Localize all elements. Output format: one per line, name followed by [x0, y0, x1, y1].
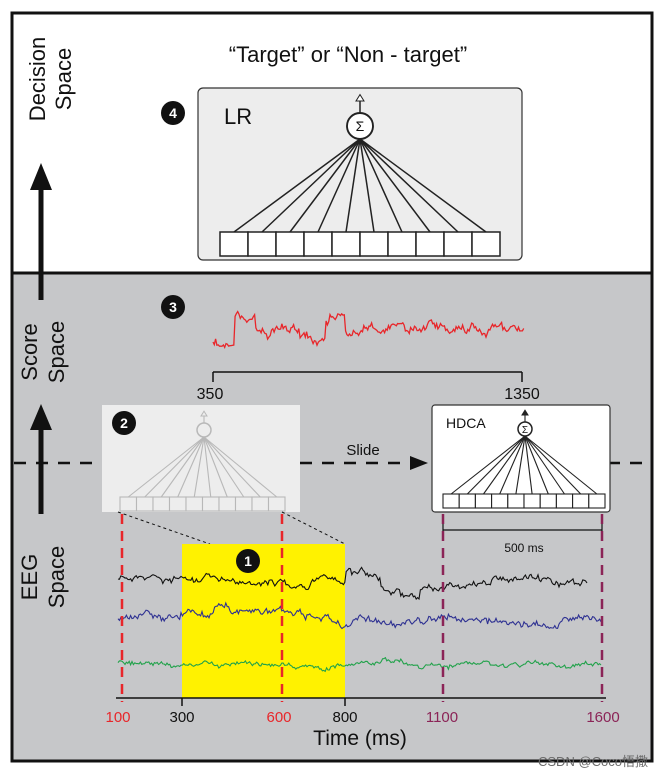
input-node — [471, 231, 501, 257]
input-node — [387, 231, 417, 257]
lr-model-box — [197, 87, 523, 261]
slide-arrow-icon — [410, 456, 428, 470]
tick-label-1600: 1600 — [586, 709, 619, 726]
window-length-label: 500 ms — [504, 541, 543, 555]
input-node — [539, 493, 557, 509]
input-node — [275, 231, 305, 257]
tick-label-100: 100 — [105, 709, 130, 726]
time-axis-label: Time (ms) — [313, 727, 407, 750]
sum-node — [196, 422, 212, 438]
step-2-number: 2 — [120, 415, 128, 431]
input-node — [247, 231, 277, 257]
upward-arrow-top-icon — [30, 163, 52, 300]
step-3-number: 3 — [169, 299, 177, 315]
score-start-label: 350 — [197, 386, 224, 403]
input-node — [201, 496, 220, 512]
input-node — [219, 231, 249, 257]
tick-label-1100: 1100 — [426, 709, 458, 726]
input-node — [588, 493, 606, 509]
step-3-marker: 3 — [161, 295, 185, 319]
output-arrow-icon — [200, 410, 208, 417]
score-end-label: 1350 — [504, 386, 540, 403]
input-node — [523, 493, 541, 509]
eeg-trace-blue — [117, 601, 602, 630]
step-4-marker: 4 — [161, 101, 185, 125]
input-node — [443, 231, 473, 257]
slide-label: Slide — [346, 442, 379, 459]
input-node — [359, 231, 389, 257]
input-node — [119, 496, 138, 512]
lr-model-label: LR — [224, 104, 252, 129]
lr-network-diagram — [219, 93, 501, 257]
step-2-marker: 2 — [112, 411, 136, 435]
input-node — [218, 496, 237, 512]
step-4-number: 4 — [169, 105, 177, 121]
input-node — [415, 231, 445, 257]
hdca-model-label: HDCA — [446, 415, 486, 431]
input-node — [572, 493, 590, 509]
input-node — [507, 493, 525, 509]
eeg-trace-green — [117, 656, 602, 673]
tick-label-600: 600 — [266, 709, 291, 726]
input-node — [331, 231, 361, 257]
step-1-number: 1 — [244, 553, 252, 569]
eeg-axis-label-1: EEG — [17, 554, 42, 600]
decision-title: “Target” or “Non - target” — [229, 42, 467, 67]
lr-sum-symbol: Σ — [356, 118, 365, 134]
input-node — [168, 496, 187, 512]
input-node — [303, 231, 333, 257]
eeg-axis-label-2: Space — [44, 546, 69, 608]
step-1-marker: 1 — [236, 549, 260, 573]
upward-arrow-middle-icon — [30, 404, 52, 514]
eeg-trace-black — [117, 566, 588, 601]
input-node — [442, 493, 460, 509]
hdca-network-diagram — [442, 409, 606, 509]
input-node — [185, 496, 204, 512]
tick-label-800: 800 — [332, 709, 357, 726]
watermark: CSDN @Coco悟撒 — [538, 754, 648, 769]
time-axis — [116, 697, 606, 706]
decision-axis-label-1: Decision — [25, 37, 50, 121]
tick-label-300: 300 — [169, 709, 194, 726]
input-node — [555, 493, 574, 509]
decision-axis-label-2: Space — [51, 48, 76, 110]
input-node — [135, 496, 154, 512]
score-axis-label-1: Score — [17, 323, 42, 380]
score-axis-label-2: Space — [44, 321, 69, 383]
input-node — [234, 496, 253, 512]
score-axis — [212, 371, 523, 382]
output-arrow-icon — [521, 409, 529, 416]
hdca-faded-network — [119, 410, 286, 512]
input-node — [474, 493, 493, 509]
faded-connector-left — [117, 511, 211, 545]
eeg-highlight-window — [182, 544, 345, 698]
output-arrow-icon — [355, 93, 365, 102]
input-node — [491, 493, 509, 509]
input-node — [458, 493, 476, 509]
input-node — [267, 496, 286, 512]
input-node — [251, 496, 270, 512]
input-node — [152, 496, 171, 512]
score-trace — [212, 310, 525, 350]
hdca-sum-symbol: Σ — [522, 425, 528, 436]
